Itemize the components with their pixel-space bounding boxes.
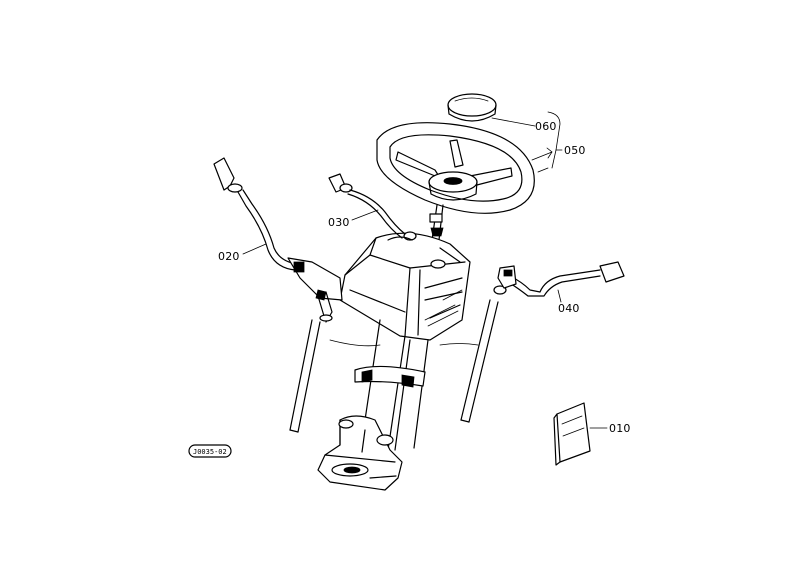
callout-040: 040	[558, 302, 580, 315]
callout-030: 030	[328, 216, 350, 229]
manual-booklet-010	[553, 402, 591, 466]
cable-lever-030	[328, 173, 406, 239]
left-support-rod	[289, 319, 321, 433]
steering-shaft	[429, 204, 444, 241]
steering-gearbox	[317, 415, 403, 491]
callout-050: 050	[564, 144, 586, 157]
lower-column	[329, 319, 479, 451]
drawing-number-stamp: J0035-02	[188, 444, 232, 458]
shift-lever-040	[497, 261, 625, 297]
steering-column-housing	[339, 231, 471, 341]
callout-060: 060	[535, 120, 557, 133]
shift-lever-020	[213, 157, 343, 323]
right-support-rod	[460, 285, 507, 423]
callout-020: 020	[218, 250, 240, 263]
leader-lines	[242, 111, 608, 429]
steering-wheel-part	[376, 122, 535, 214]
stamp-text: J0035-02	[193, 448, 227, 456]
callout-010: 010	[609, 422, 631, 435]
